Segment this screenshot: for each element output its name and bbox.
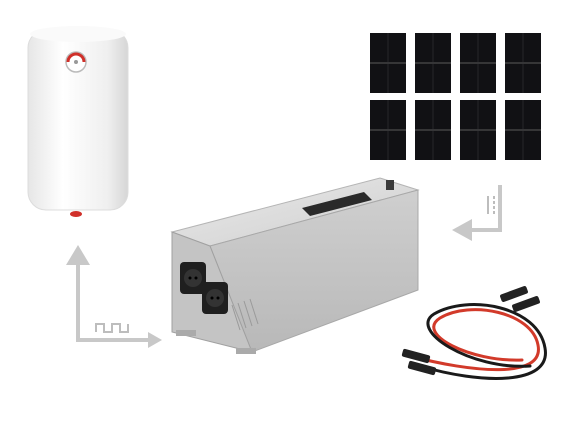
inverter-unit <box>170 177 420 354</box>
ac-outlet <box>180 262 206 294</box>
mc4-connector <box>401 348 437 376</box>
mounting-foot <box>236 348 256 354</box>
solar-panel <box>370 33 406 93</box>
solar-panel <box>415 100 451 160</box>
indicator-light <box>70 211 82 217</box>
solar-panel <box>505 100 541 160</box>
solar-panel <box>415 33 451 93</box>
mc4-connector <box>500 286 540 312</box>
solar-panel <box>505 33 541 93</box>
mounting-foot <box>176 330 196 336</box>
dc-symbol-icon <box>487 196 495 214</box>
dc-terminal <box>386 180 394 190</box>
pv-cable-set <box>401 286 547 380</box>
output-flow-arrow <box>66 245 162 348</box>
solar-panel <box>370 100 406 160</box>
inverter-label-plate <box>302 192 372 216</box>
thermostat-dial-icon <box>65 51 87 73</box>
solar-panel <box>460 100 496 160</box>
ac-outlet <box>202 282 228 314</box>
vent-grille <box>231 298 259 331</box>
water-heater <box>27 26 129 217</box>
solar-panel <box>460 33 496 93</box>
ac-waveform-icon <box>95 323 129 333</box>
input-flow-arrow <box>452 185 502 241</box>
solar-panel-array <box>370 33 541 160</box>
